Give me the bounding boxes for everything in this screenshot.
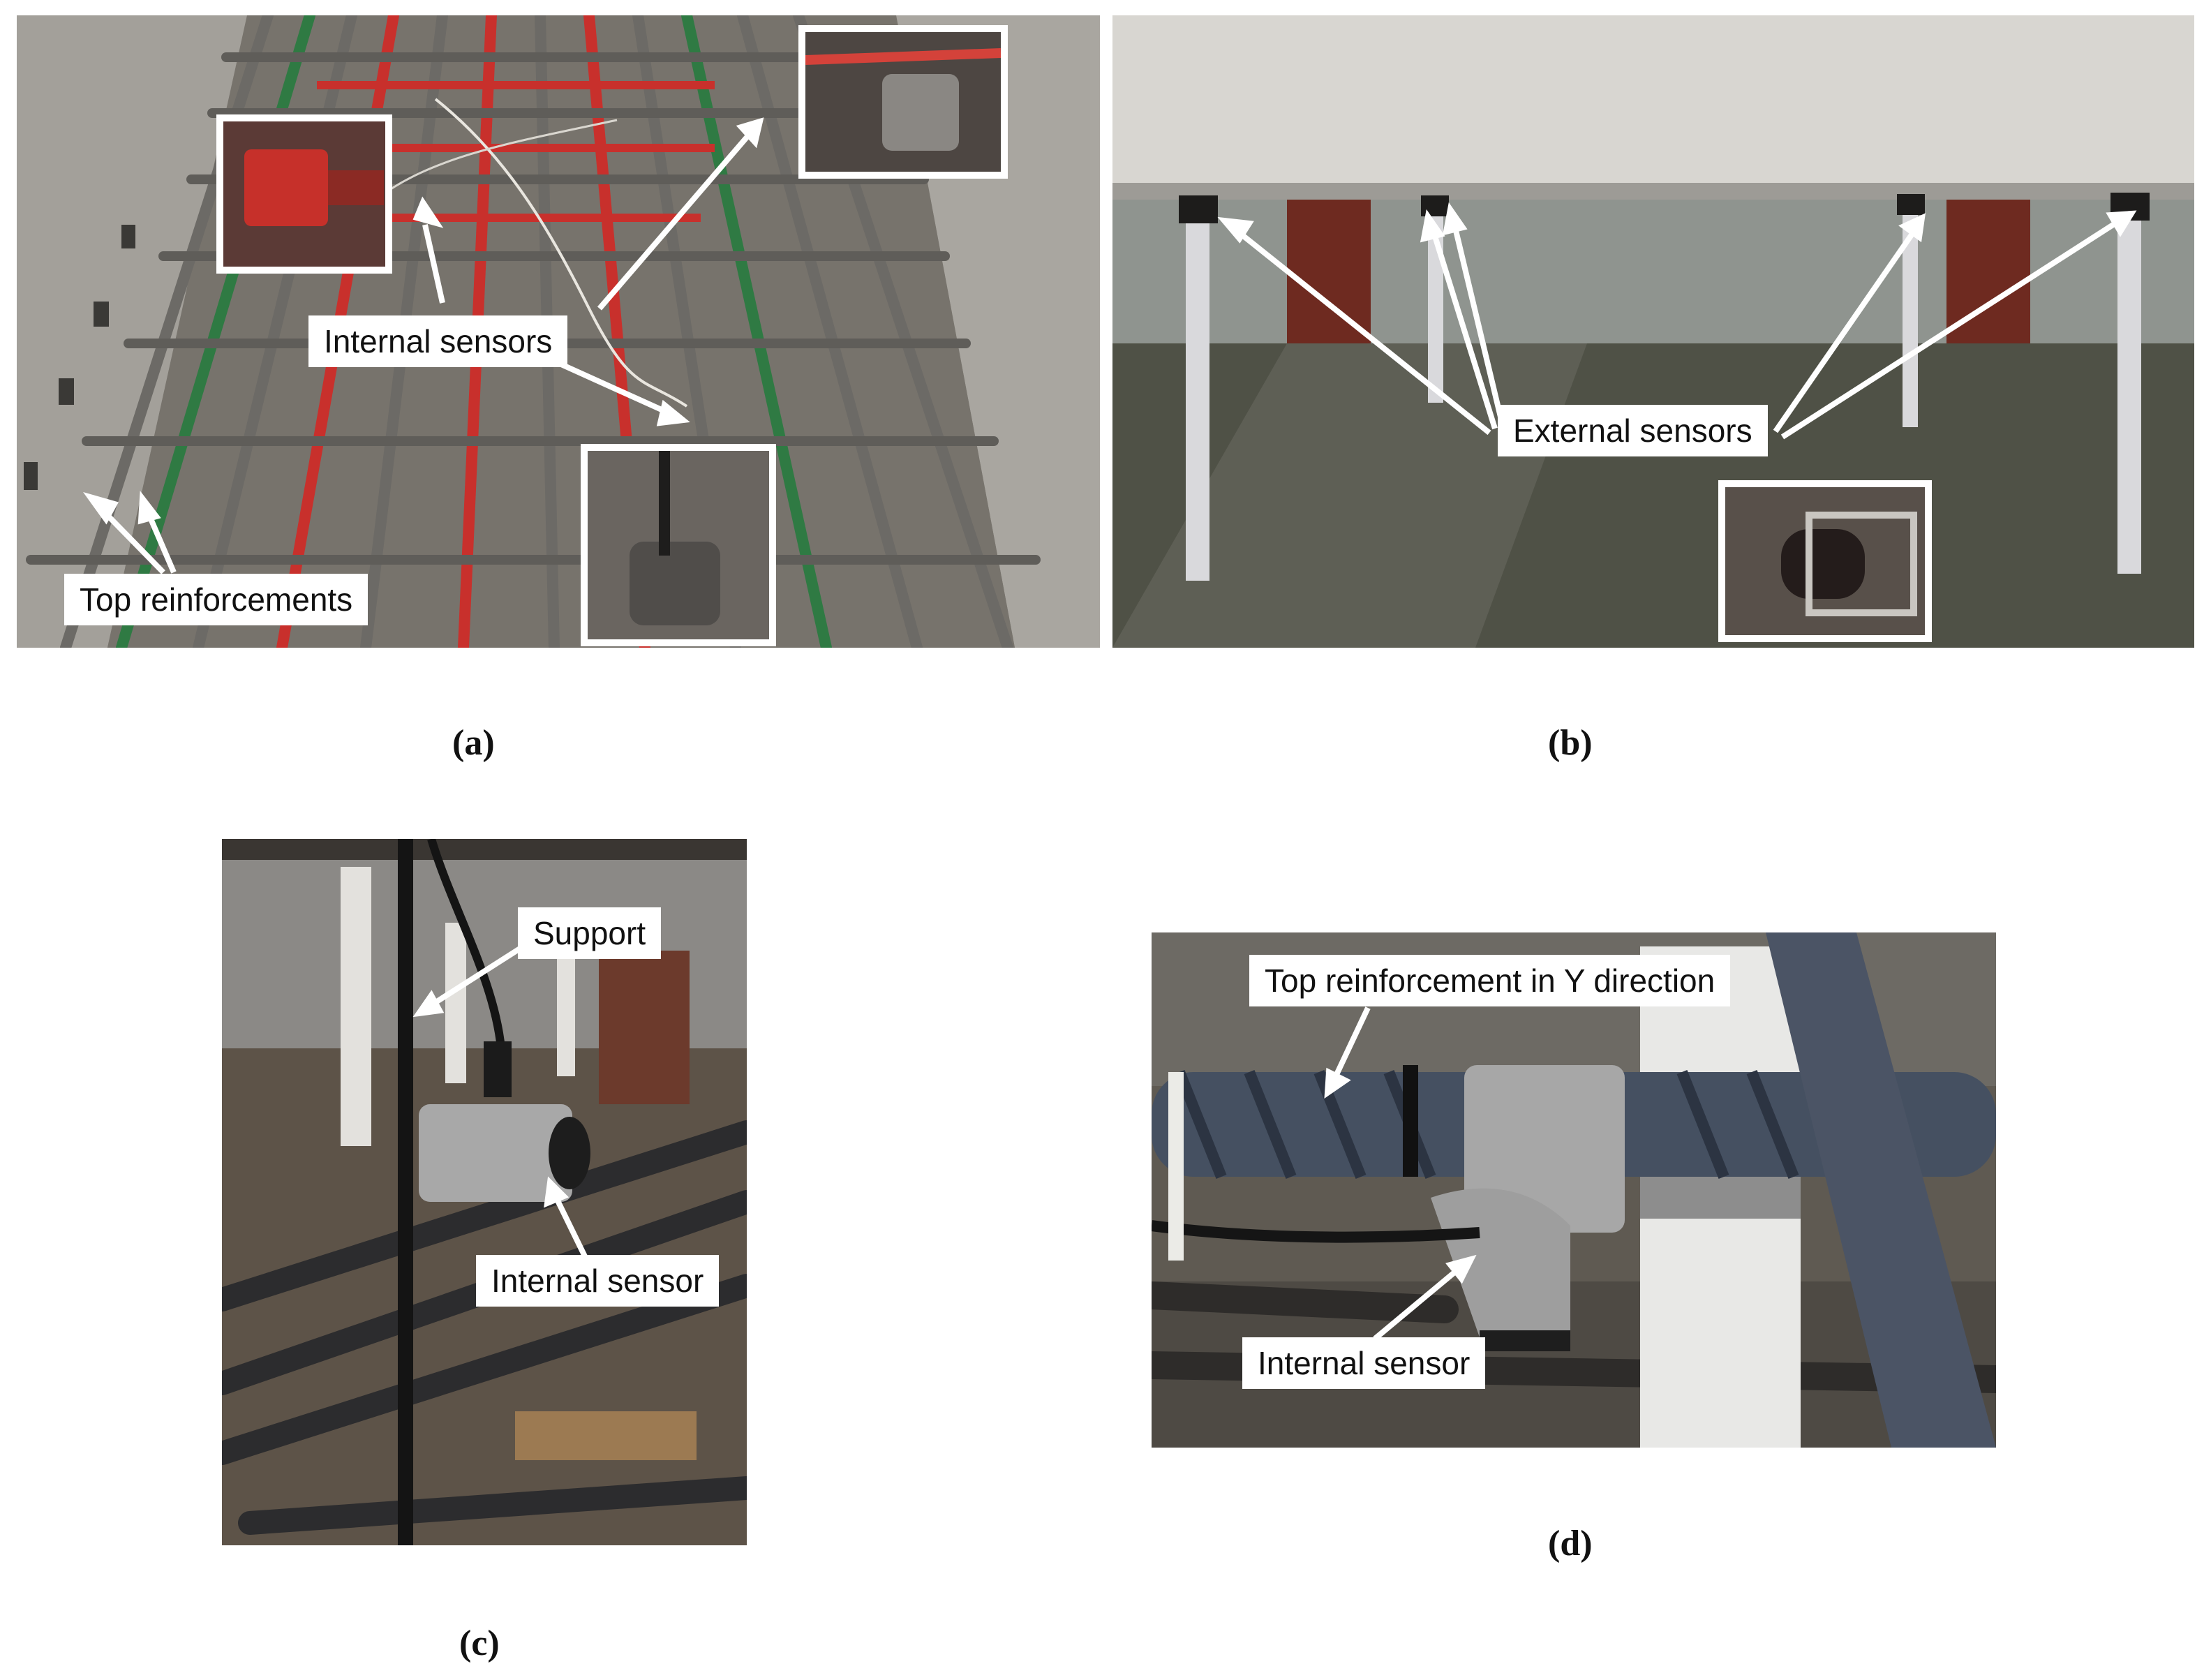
- photo-panel-a: Internal sensors Top reinforcements: [17, 15, 1100, 648]
- photo-panel-d: Top reinforcement in Y direction Interna…: [1152, 932, 1996, 1448]
- external-sensors-label: External sensors: [1498, 405, 1768, 456]
- slab-underside-photo: [1112, 15, 2194, 648]
- support-label: Support: [518, 907, 662, 959]
- sensor-closeup-inset-top-right: [798, 25, 1008, 179]
- external-sensor-closeup-inset: [1718, 480, 1932, 642]
- support-sensor-photo: [222, 839, 747, 1545]
- photo-panel-c: Support Internal sensor: [222, 839, 747, 1545]
- caption-a: (a): [452, 723, 495, 763]
- internal-sensor-label-c: Internal sensor: [476, 1255, 720, 1307]
- top-reinforcement-y-label: Top reinforcement in Y direction: [1249, 955, 1731, 1006]
- caption-b: (b): [1548, 723, 1593, 763]
- sensor-closeup-inset-bottom: [581, 444, 776, 646]
- internal-sensor-label-d: Internal sensor: [1242, 1337, 1486, 1389]
- top-reinforcement-sensor-photo: [1152, 932, 1996, 1448]
- caption-c: (c): [459, 1623, 500, 1663]
- top-reinforcements-label: Top reinforcements: [64, 574, 368, 625]
- photo-panel-b: External sensors: [1112, 15, 2194, 648]
- internal-sensors-label: Internal sensors: [308, 315, 568, 367]
- caption-d: (d): [1548, 1524, 1593, 1563]
- sensor-closeup-inset-left: [216, 114, 392, 274]
